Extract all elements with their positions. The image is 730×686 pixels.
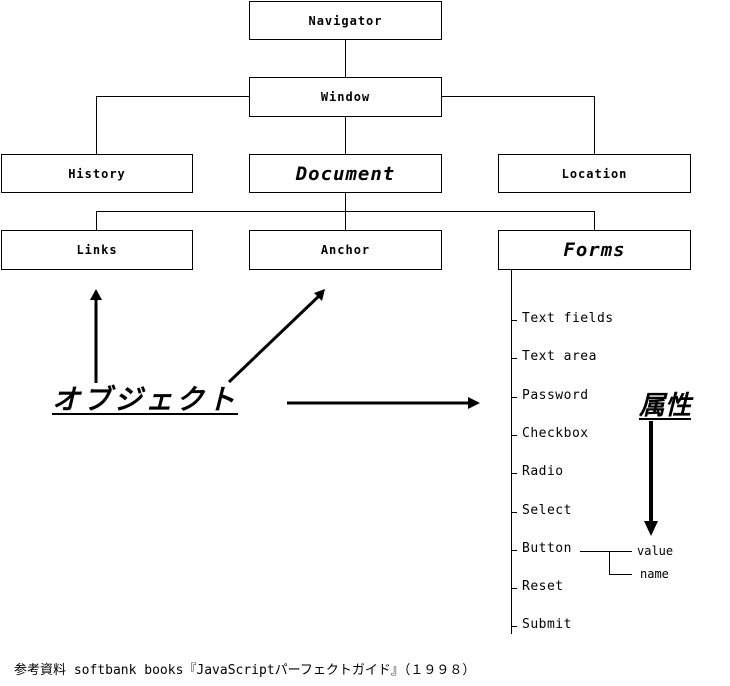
connector-links-down <box>96 211 97 230</box>
node-navigator: Navigator <box>249 1 442 40</box>
form-element-item: Text fields <box>522 311 614 326</box>
connector-document-bar <box>96 211 595 212</box>
form-element-tick <box>511 588 517 589</box>
form-element-tick <box>511 435 517 436</box>
node-document: Document <box>249 154 442 193</box>
node-links: Links <box>1 230 193 270</box>
node-history-label: History <box>68 166 126 181</box>
form-element-tick <box>511 512 517 513</box>
connector-window-document <box>345 116 346 154</box>
node-anchor-label: Anchor <box>320 243 371 257</box>
node-location: Location <box>498 154 691 193</box>
node-window-label: Window <box>320 90 371 104</box>
connector-window-left <box>96 96 249 97</box>
node-navigator-label: Navigator <box>308 13 383 28</box>
form-element-item: Checkbox <box>522 426 589 441</box>
attribute-name: name <box>640 567 669 581</box>
connector-forms-down <box>594 211 595 230</box>
node-forms: Forms <box>498 230 691 270</box>
arrow-up-to-links <box>90 289 102 383</box>
node-anchor: Anchor <box>249 230 442 270</box>
node-location-label: Location <box>561 166 628 181</box>
form-element-item: Submit <box>522 617 572 632</box>
form-element-tick <box>511 397 517 398</box>
source-citation: 参考資料 softbank books『JavaScriptパーフェクトガイド』… <box>14 663 476 678</box>
form-element-item: Select <box>522 503 572 518</box>
form-element-item: Reset <box>522 579 564 594</box>
attribute-label: 属性 <box>639 391 692 421</box>
form-element-tick <box>511 473 517 474</box>
connector-window-left-down <box>96 96 97 154</box>
form-element-item: Button <box>522 541 572 556</box>
form-element-tick <box>511 550 517 551</box>
button-attr-branch <box>609 551 610 574</box>
node-history: History <box>1 154 193 193</box>
node-document-label: Document <box>295 162 396 185</box>
form-element-tick <box>511 320 517 321</box>
form-element-tick <box>511 358 517 359</box>
node-forms-label: Forms <box>563 239 626 261</box>
button-attr-connector <box>580 551 632 552</box>
arrow-to-forms-list <box>287 397 480 409</box>
node-window: Window <box>249 77 442 117</box>
node-links-label: Links <box>76 243 118 257</box>
connector-window-right <box>441 96 594 97</box>
arrow-to-anchor <box>227 289 325 384</box>
form-element-item: Text area <box>522 349 597 364</box>
form-element-tick <box>511 626 517 627</box>
connector-window-right-down <box>594 96 595 154</box>
form-element-item: Password <box>522 388 589 403</box>
connector-navigator-window <box>345 39 346 78</box>
forms-tree-spine <box>511 270 512 634</box>
form-element-item: Radio <box>522 464 564 479</box>
attribute-value: value <box>637 544 674 558</box>
arrow-down-to-button <box>644 421 658 536</box>
object-label: オブジェクト <box>52 383 239 416</box>
button-attr-name-connector <box>609 574 632 575</box>
